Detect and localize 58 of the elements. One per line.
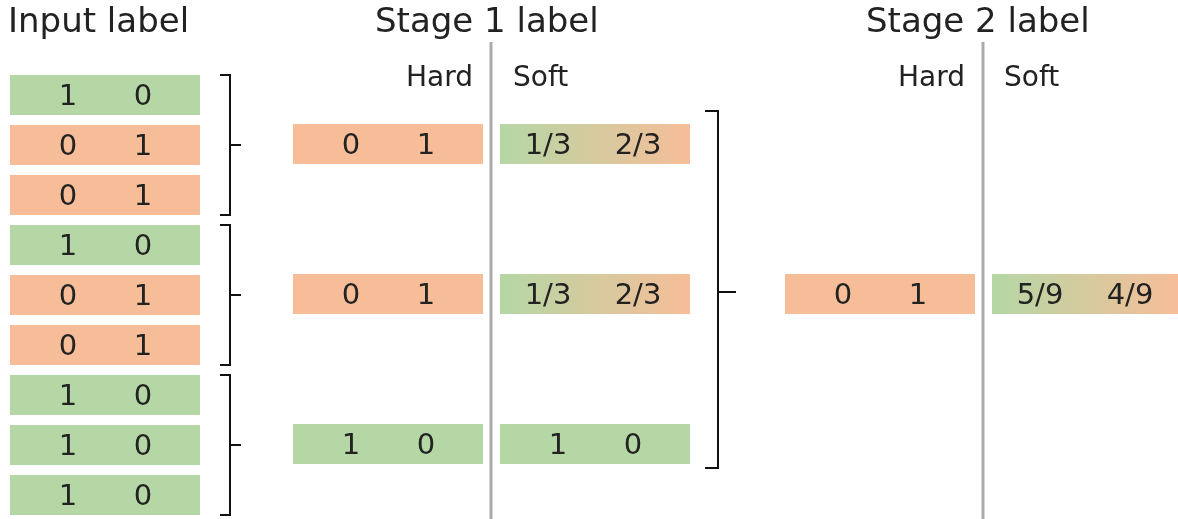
label-value: 1: [133, 278, 153, 312]
label-value: 1: [133, 328, 153, 362]
label-value: 1/3: [524, 127, 572, 161]
label-bar: [293, 124, 483, 164]
label-value: 4/9: [1106, 277, 1154, 311]
label-value: 1: [548, 427, 568, 461]
label-value: 1: [416, 127, 436, 161]
label-value: 0: [416, 427, 436, 461]
label-bar: [10, 475, 200, 515]
column-title: Stage 1 label: [375, 0, 599, 40]
label-value: 0: [623, 427, 643, 461]
label-bar: [10, 325, 200, 365]
label-bar: [500, 274, 690, 314]
label-value: 2/3: [614, 127, 662, 161]
label-value: 0: [341, 127, 361, 161]
label-value: 0: [133, 228, 153, 262]
label-value: 0: [341, 277, 361, 311]
label-value: 1: [58, 428, 78, 462]
column-header: Hard: [898, 60, 965, 93]
label-bar: [293, 274, 483, 314]
label-bar: [10, 425, 200, 465]
label-bar: [10, 75, 200, 115]
label-value: 0: [833, 277, 853, 311]
label-value: 0: [133, 78, 153, 112]
label-value: 1: [58, 478, 78, 512]
label-bar: [10, 275, 200, 315]
label-value: 0: [133, 428, 153, 462]
label-value: 0: [58, 278, 78, 312]
label-value: 1: [416, 277, 436, 311]
label-value: 1: [341, 427, 361, 461]
label-bar: [785, 274, 975, 314]
label-value: 0: [133, 378, 153, 412]
label-value: 0: [58, 328, 78, 362]
column-header: Soft: [1004, 60, 1060, 93]
label-bar: [992, 274, 1178, 314]
label-bar: [10, 175, 200, 215]
label-bar: [10, 225, 200, 265]
column-title: Stage 2 label: [866, 0, 1090, 40]
label-bar: [10, 375, 200, 415]
label-value: 0: [58, 128, 78, 162]
column-header: Soft: [513, 60, 569, 93]
label-value: 1: [58, 228, 78, 262]
label-bar: [10, 125, 200, 165]
label-bar: [293, 424, 483, 464]
column-title: Input label: [8, 0, 190, 40]
column-header: Hard: [406, 60, 473, 93]
label-value: 0: [133, 478, 153, 512]
label-value: 1: [58, 378, 78, 412]
label-value: 0: [58, 178, 78, 212]
label-value: 1: [908, 277, 928, 311]
label-bar: [500, 124, 690, 164]
label-value: 5/9: [1016, 277, 1064, 311]
label-value: 1: [133, 128, 153, 162]
label-value: 1/3: [524, 277, 572, 311]
label-value: 1: [133, 178, 153, 212]
label-value: 2/3: [614, 277, 662, 311]
label-value: 1: [58, 78, 78, 112]
label-bar: [500, 424, 690, 464]
